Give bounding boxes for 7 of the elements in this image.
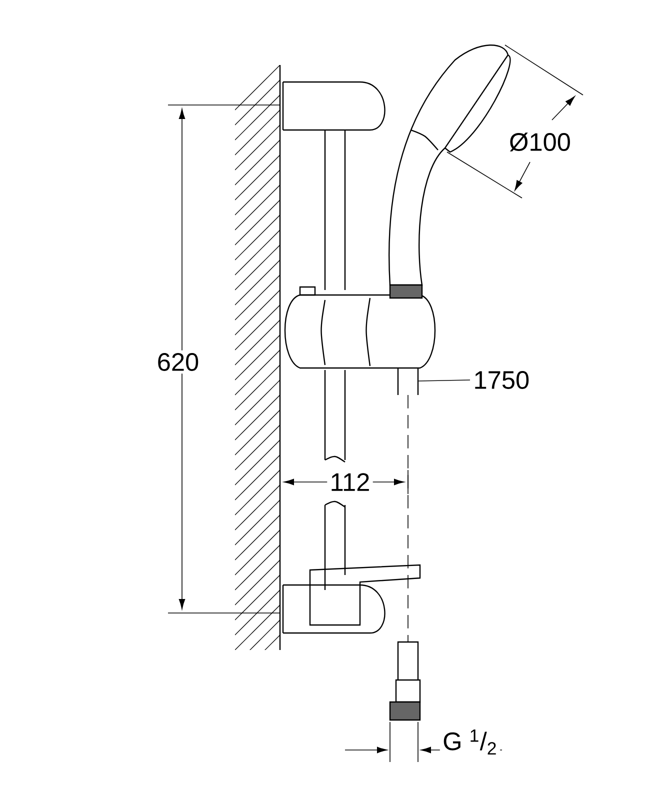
dimension-text: G $^{1}$/$_{2}$: [440, 726, 500, 758]
leader-line: [418, 380, 470, 382]
dimension-text: 112: [327, 470, 373, 494]
dimension-text: 620: [154, 350, 202, 374]
dimension-text: Ø100: [506, 130, 574, 154]
dimension-text: 1750: [475, 371, 529, 389]
hose-drawing: [397, 367, 419, 396]
